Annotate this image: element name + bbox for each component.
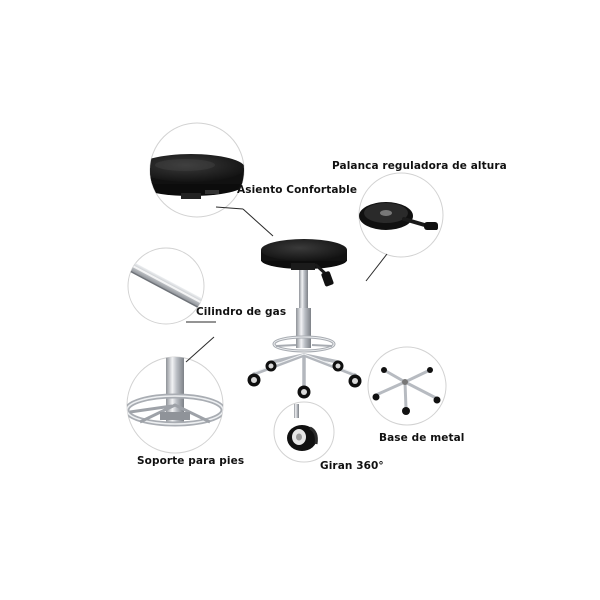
base-label: Base de metal — [379, 432, 465, 444]
leader-lines — [185, 206, 388, 363]
footrest-detail-circle — [126, 356, 224, 454]
wheels-label: Giran 360° — [320, 460, 384, 472]
seat-detail-circle — [149, 122, 245, 218]
footrest-label: Soporte para pies — [137, 455, 245, 467]
wheel-detail-circle — [273, 401, 335, 463]
seat-label: Asiento Confortable — [237, 184, 358, 196]
lever-label: Palanca reguladora de altura — [332, 160, 507, 172]
cylinder-detail-circle — [127, 247, 205, 325]
cylinder-label: Cilindro de gas — [196, 306, 287, 318]
base-detail-circle — [367, 346, 447, 426]
stool-casters — [247, 360, 362, 399]
lever-detail-circle — [358, 172, 444, 258]
stool-image — [247, 239, 362, 399]
